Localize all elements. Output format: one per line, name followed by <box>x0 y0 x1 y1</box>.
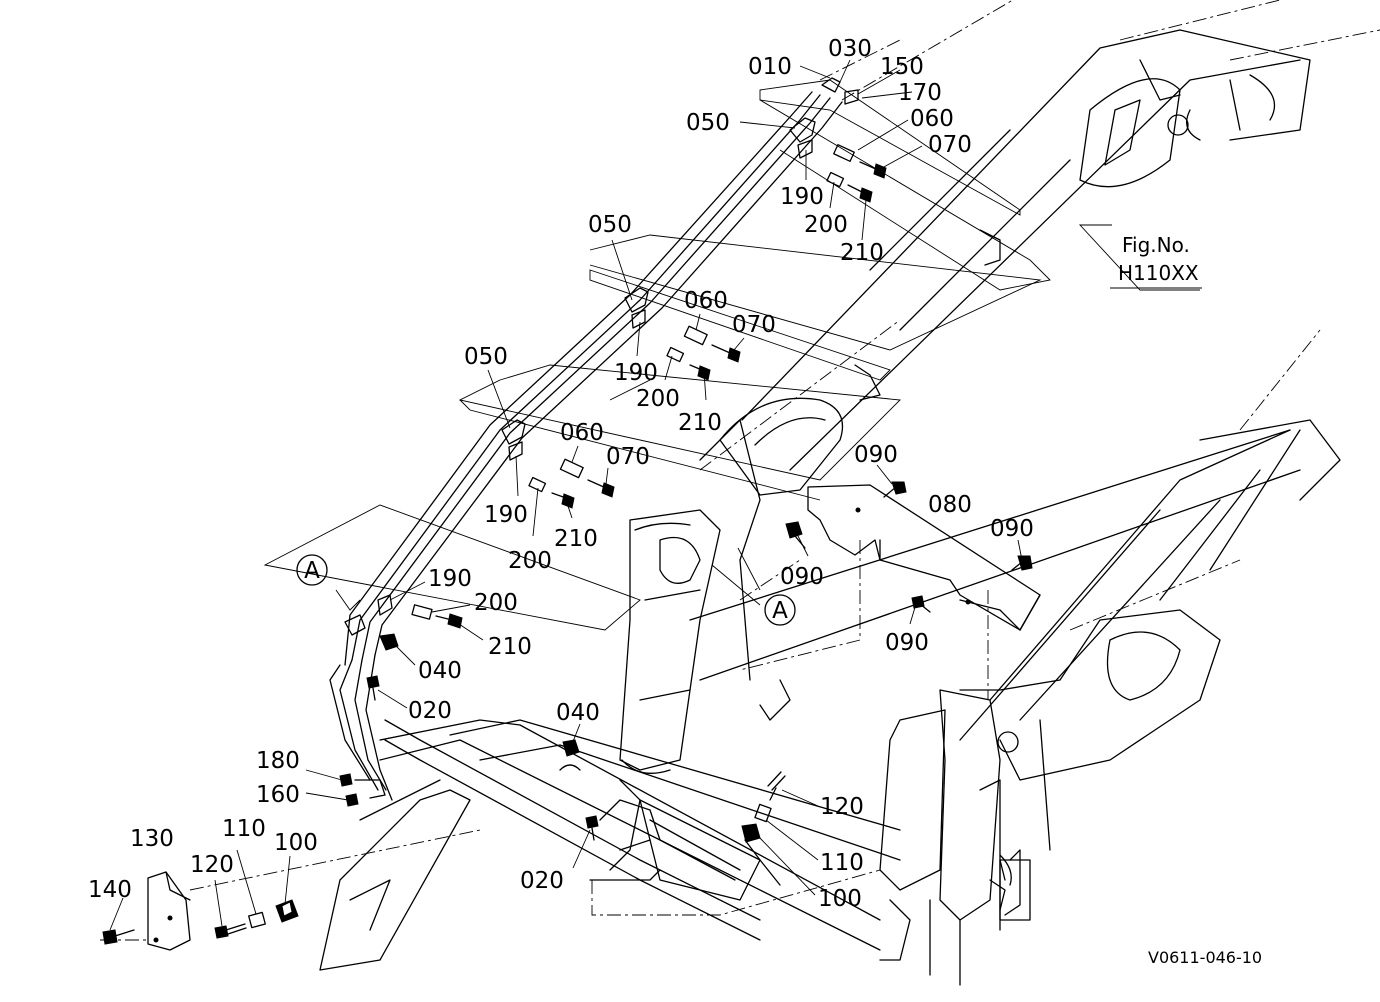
part-callout: 090 <box>990 516 1034 542</box>
figure-reference: Fig.No. H110XX <box>1110 233 1202 289</box>
part-callout: 200 <box>474 590 518 616</box>
part-callout: 050 <box>464 344 508 370</box>
part-callout: 060 <box>684 288 728 314</box>
part-callout: 200 <box>636 386 680 412</box>
part-callout: 190 <box>614 360 658 386</box>
figure-reference-label: Fig.No. <box>1122 233 1190 257</box>
part-callout: 030 <box>828 36 872 62</box>
hydraulic-pipes <box>329 91 843 941</box>
detail-marker-letter: A <box>304 558 320 584</box>
part-callout: 180 <box>256 748 300 774</box>
part-callout: 190 <box>484 502 528 528</box>
part-callout: 020 <box>408 698 452 724</box>
part-callout: 110 <box>222 816 266 842</box>
part-callout: 120 <box>190 852 234 878</box>
detail-marker-letter: A <box>772 598 788 624</box>
leader-lines <box>109 59 1200 931</box>
part-callout: 210 <box>488 634 532 660</box>
part-callout: 130 <box>130 826 174 852</box>
detail-marker-circle <box>296 554 328 586</box>
part-callout: 080 <box>928 492 972 518</box>
part-callout: 060 <box>910 106 954 132</box>
detail-marker-a-left: A <box>296 554 328 586</box>
part-callout: 200 <box>508 548 552 574</box>
part-callout: 190 <box>428 566 472 592</box>
part-callout: 200 <box>804 212 848 238</box>
loader-frame-outline <box>319 29 1341 986</box>
spacers-and-bolts <box>102 144 1041 951</box>
part-callout: 120 <box>820 794 864 820</box>
part-callout: 010 <box>748 54 792 80</box>
part-callout: 140 <box>88 877 132 903</box>
part-callout: 040 <box>556 700 600 726</box>
part-callout: 070 <box>928 132 972 158</box>
figure-reference-number: H110XX <box>1118 261 1199 285</box>
detail-marker-a-right: A <box>764 594 796 626</box>
part-callout: 190 <box>780 184 824 210</box>
part-callout: 040 <box>418 658 462 684</box>
part-callout: 150 <box>880 54 924 80</box>
part-callout: 100 <box>818 886 862 912</box>
part-callout: 210 <box>678 410 722 436</box>
reference-lines <box>100 0 1380 941</box>
part-callout: 090 <box>885 630 929 656</box>
part-callout: 210 <box>554 526 598 552</box>
part-callout: 070 <box>732 312 776 338</box>
drawing-code: V0611-046-10 <box>1148 948 1262 967</box>
part-callout: 090 <box>780 564 824 590</box>
part-callout: 210 <box>840 240 884 266</box>
part-callout: 160 <box>256 782 300 808</box>
part-callout: 090 <box>854 442 898 468</box>
part-callouts: 010 030 150 170 050 060 070 190 200 210 … <box>88 36 1034 912</box>
part-callout: 110 <box>820 850 864 876</box>
part-callout: 050 <box>686 110 730 136</box>
detail-marker-circle <box>764 594 796 626</box>
part-callout: 060 <box>560 420 604 446</box>
part-callout: 170 <box>898 80 942 106</box>
part-callout: 020 <box>520 868 564 894</box>
part-callout: 070 <box>606 444 650 470</box>
mounting-planes <box>263 79 1051 631</box>
part-callout: 050 <box>588 212 632 238</box>
part-callout: 100 <box>274 830 318 856</box>
